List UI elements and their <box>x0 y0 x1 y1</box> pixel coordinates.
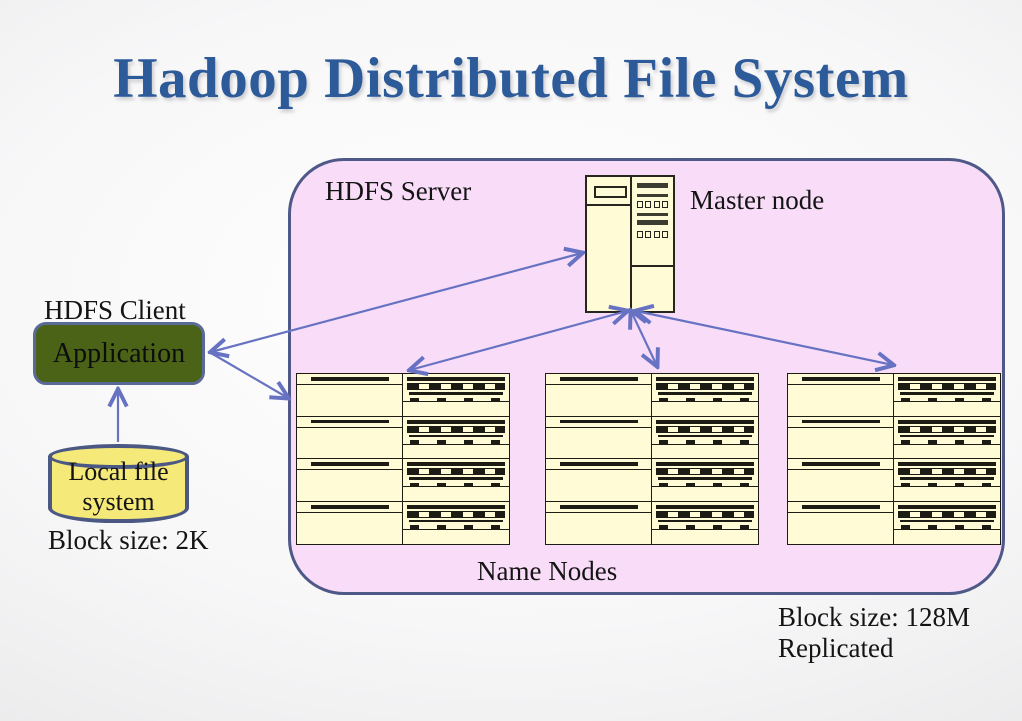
server-face-icon <box>894 459 1001 488</box>
name-nodes-label: Name Nodes <box>477 556 618 586</box>
local-file-system-cylinder: Local file system <box>48 444 189 524</box>
data-node-cabinet <box>545 415 653 460</box>
cabinet-header <box>546 374 652 385</box>
hdfs-server-label: HDFS Server <box>325 176 472 206</box>
server-face-icon <box>403 374 510 402</box>
data-node-cabinet <box>787 500 895 546</box>
arrow-application-namenodes <box>210 352 288 398</box>
server-face-icon <box>652 502 759 530</box>
data-node-cabinet <box>545 373 653 418</box>
master-left-panel <box>587 177 632 311</box>
server-face-icon <box>403 417 510 445</box>
data-node-server <box>893 373 1002 418</box>
header-bar-icon <box>559 505 639 509</box>
master-node-server-icon <box>585 175 675 313</box>
header-bar-icon <box>559 462 639 466</box>
data-node-server <box>402 415 511 460</box>
server-face-icon <box>652 417 759 445</box>
data-node-cabinet <box>296 373 404 418</box>
header-bar-icon <box>310 419 390 424</box>
master-right-panel <box>632 177 673 311</box>
name-node-group <box>787 373 1002 546</box>
data-node-cabinet <box>545 500 653 546</box>
vent-line-icon <box>637 213 668 216</box>
header-bar-icon <box>801 505 881 509</box>
data-node-cabinet <box>787 373 895 418</box>
data-node-server <box>402 373 511 418</box>
server-face-icon <box>894 374 1001 402</box>
server-face-icon <box>652 374 759 402</box>
name-node-group <box>296 373 511 546</box>
data-node-server <box>402 500 511 546</box>
server-face-icon <box>652 459 759 488</box>
data-node-cabinet <box>296 500 404 546</box>
cabinet-header <box>546 459 652 471</box>
disk-slot-icon <box>594 186 627 198</box>
header-bar-icon <box>310 505 390 509</box>
data-node-server <box>893 415 1002 460</box>
cabinet-header <box>546 417 652 428</box>
master-node-label: Master node <box>690 185 825 215</box>
cabinet-header <box>297 502 403 513</box>
data-node-server <box>651 500 760 546</box>
page-title: Hadoop Distributed File System <box>113 47 909 110</box>
vent-bar-icon <box>637 183 668 188</box>
data-node-cabinet <box>787 415 895 460</box>
led-row-icon <box>637 201 668 208</box>
server-face-icon <box>403 459 510 488</box>
cabinet-header <box>788 502 894 513</box>
data-node-cabinet <box>787 458 895 503</box>
vent-line-icon <box>637 194 668 197</box>
header-bar-icon <box>310 377 390 381</box>
data-node-cabinet <box>296 458 404 503</box>
led-row-icon <box>637 231 668 238</box>
data-node-server <box>651 458 760 503</box>
data-node-server <box>893 500 1002 546</box>
block-size-server-label: Block size: 128M <box>778 602 970 632</box>
data-node-cabinet <box>296 415 404 460</box>
cabinet-header <box>297 459 403 471</box>
cabinet-header <box>788 417 894 428</box>
hdfs-client-label: HDFS Client <box>44 295 186 325</box>
header-bar-icon <box>801 419 881 424</box>
cabinet-header <box>546 502 652 513</box>
local-file-system-label: Local file system <box>68 457 169 516</box>
server-face-icon <box>403 502 510 530</box>
header-bar-icon <box>801 377 881 381</box>
cabinet-header <box>788 374 894 385</box>
cabinet-header <box>788 459 894 471</box>
name-node-group <box>545 373 760 546</box>
replicated-label: Replicated <box>778 633 894 663</box>
cabinet-header <box>297 417 403 428</box>
data-node-server <box>651 415 760 460</box>
header-bar-icon <box>559 377 639 381</box>
server-face-icon <box>894 502 1001 530</box>
server-face-icon <box>894 417 1001 445</box>
data-node-cabinet <box>545 458 653 503</box>
block-size-client-label: Block size: 2K <box>48 525 209 555</box>
cylinder-top-icon <box>48 444 189 469</box>
data-node-server <box>651 373 760 418</box>
header-bar-icon <box>310 462 390 466</box>
vent-bar-icon <box>637 220 668 225</box>
application-label: Application <box>52 337 186 369</box>
header-bar-icon <box>559 419 639 424</box>
cabinet-header <box>297 374 403 385</box>
application-box: Application <box>33 322 205 385</box>
data-node-server <box>402 458 511 503</box>
header-bar-icon <box>801 462 881 466</box>
data-node-server <box>893 458 1002 503</box>
